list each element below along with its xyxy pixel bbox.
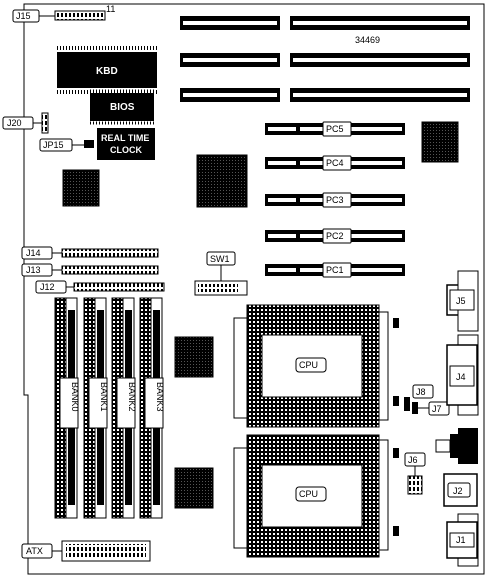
pci-slot-pc1: PC1: [265, 262, 405, 278]
bios-chip: BIOS: [90, 89, 154, 125]
atx-label: ATX: [26, 546, 43, 556]
j6-jumper: J6: [404, 452, 426, 495]
bios-label: BIOS: [110, 102, 135, 113]
atx-power-connector: ATX: [21, 540, 151, 562]
pci-slot-pc3: PC3: [265, 192, 405, 208]
bank2-label-box: [116, 377, 136, 429]
j20-label: J20: [7, 118, 22, 128]
j12-label: J12: [40, 282, 55, 292]
j13-label: J13: [26, 265, 41, 275]
bank3-label: BANK3: [155, 382, 165, 412]
isa-slots: 34469: [180, 16, 470, 102]
j5-label: J5: [456, 296, 466, 306]
gameport-connector: [435, 428, 478, 464]
j4-label: J4: [456, 372, 466, 382]
j15-header: J15 11: [12, 4, 115, 23]
chip-cpu2-side: [174, 467, 214, 509]
j8-jumper: J8: [404, 384, 434, 411]
cpu-socket-1: CPU: [233, 304, 399, 428]
bank1-label: BANK1: [99, 382, 109, 412]
kbd-chip: KBD: [57, 46, 157, 94]
j6-label: J6: [408, 455, 418, 465]
pci-label-pc2: PC2: [326, 231, 344, 241]
pci-slot-pc5: PC5: [265, 121, 405, 137]
j8-label: J8: [416, 387, 426, 397]
j14-label: J14: [26, 248, 41, 258]
chip-left-upper: [62, 169, 100, 207]
kbd-label: KBD: [96, 66, 118, 77]
bank0-label: BANK0: [70, 382, 80, 412]
board-outline: [23, 3, 485, 575]
jp15-label: JP15: [43, 140, 64, 150]
board-model-label: 34469: [355, 35, 380, 45]
pci-slot-pc2: PC2: [265, 228, 405, 244]
j20-header: J20: [2, 112, 49, 134]
j7-label: J7: [432, 404, 442, 414]
bank3-label-box: [144, 377, 164, 429]
cpu2-label: CPU: [299, 489, 318, 499]
j4-connector: J4: [446, 334, 479, 416]
j14-header: J14: [21, 246, 159, 260]
cpu1-label: CPU: [299, 360, 318, 370]
sw1-label: SW1: [210, 254, 230, 264]
sw1-switch: SW1: [194, 251, 248, 296]
bank2-label: BANK2: [127, 382, 137, 412]
rtc-label-line2: CLOCK: [110, 145, 142, 155]
bank1-label-box: [88, 377, 108, 429]
chip-cpu1-side: [174, 336, 214, 378]
chip-right-upper: [421, 121, 459, 163]
pci-label-pc3: PC3: [326, 195, 344, 205]
j15-label: J15: [16, 11, 31, 21]
j7-jumper: J7: [412, 401, 450, 416]
rtc-label-line1: REAL TIME: [101, 133, 149, 143]
pci-label-pc4: PC4: [326, 158, 344, 168]
j5-connector: J5: [446, 270, 479, 332]
bank0-label-box: [59, 377, 79, 429]
j2-connector: J2: [443, 473, 478, 507]
pci-slot-pc4: PC4: [265, 155, 405, 171]
chip-chipset-north: [196, 154, 248, 208]
pci-label-pc1: PC1: [326, 265, 344, 275]
pci-label-pc5: PC5: [326, 124, 344, 134]
cpu-socket-2: CPU: [233, 434, 399, 558]
pin-number-label: 11: [106, 4, 115, 14]
rtc-chip: REAL TIME CLOCK: [97, 128, 155, 160]
jp15-jumper: JP15: [39, 138, 94, 152]
j2-label: J2: [453, 486, 463, 496]
pci-slots: PC5 PC4 PC3 PC2 PC1: [265, 121, 405, 278]
j1-connector: J1: [446, 513, 479, 567]
j13-header: J13: [21, 263, 159, 277]
j1-label: J1: [456, 535, 466, 545]
memory-banks: BANK0 BANK1 BANK2 BANK3: [54, 297, 165, 519]
j12-header: J12: [35, 280, 165, 294]
